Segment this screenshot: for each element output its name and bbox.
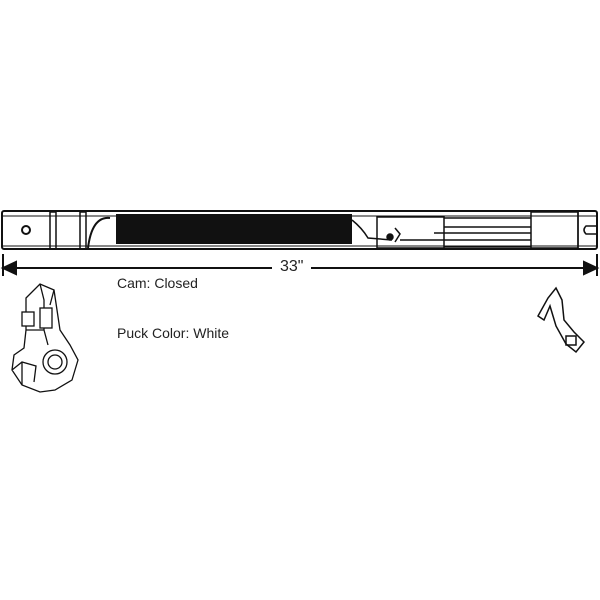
cam-spec: Cam: Closed — [117, 275, 198, 291]
cam-puck-illustration — [11, 283, 79, 393]
puck-color-spec: Puck Color: White — [117, 325, 230, 341]
length-dimension-label: 33" — [272, 258, 312, 276]
spring-coil — [116, 214, 352, 244]
spring-connector — [351, 211, 597, 249]
clip-illustration — [537, 286, 586, 354]
